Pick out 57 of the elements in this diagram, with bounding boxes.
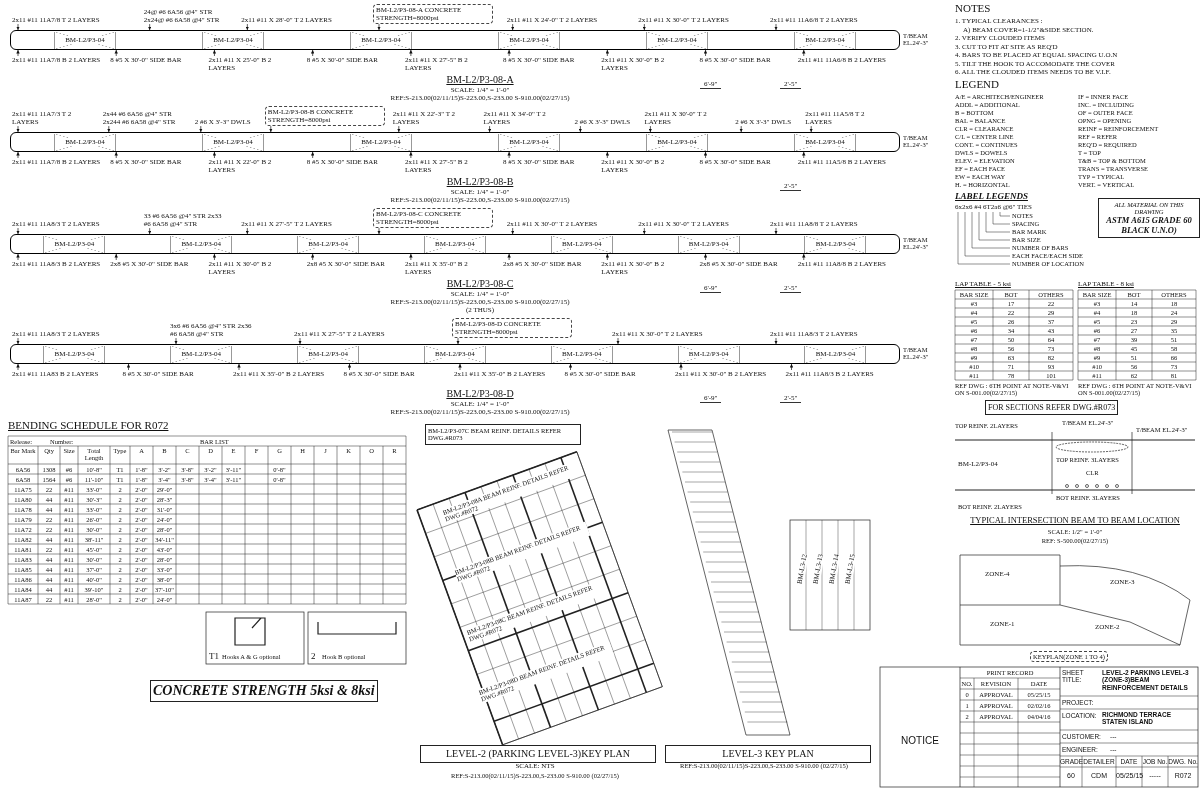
legend-heading: LEGEND xyxy=(955,78,999,91)
leader-line xyxy=(605,49,610,57)
leader-line xyxy=(605,151,610,159)
leader-line xyxy=(703,49,708,57)
reference-note-box: FOR SECTIONS REFER DWG.#R073 xyxy=(985,400,1119,416)
beam-elevation xyxy=(10,30,900,50)
drawing-title: BM-L2/P3-08-D xyxy=(445,388,515,400)
leader-line xyxy=(114,253,118,261)
leader-line xyxy=(310,49,315,57)
leader-line xyxy=(568,363,573,371)
schedule-title: BENDING SCHEDULE FOR R072 xyxy=(8,419,169,432)
leader-line xyxy=(16,253,20,261)
beam-elevation xyxy=(10,234,900,254)
shape-code: 2 xyxy=(311,651,316,662)
leader-line xyxy=(409,151,413,159)
leader-line xyxy=(237,363,241,371)
leader-line xyxy=(114,49,118,57)
leader-line xyxy=(789,363,794,371)
leader-line xyxy=(802,49,806,57)
section-title: TYPICAL INTERSECTION BEAM TO BEAM LOCATION xyxy=(969,516,1181,526)
leader-line xyxy=(802,253,806,261)
leader-line xyxy=(507,49,511,57)
leader-line xyxy=(16,363,20,371)
leader-line xyxy=(310,253,315,261)
notes-heading: NOTES xyxy=(955,2,991,15)
label-legend-heading: LABEL LEGENDS xyxy=(955,191,1028,202)
beam-elevation xyxy=(10,344,900,364)
drawing-title: BM-L2/P3-08-B xyxy=(445,176,515,188)
key-plan-title: LEVEL-2 (PARKING LEVEL-3)KEY PLAN xyxy=(420,745,656,763)
material-grade-text: ASTM A615 GRADE 60 BLACK U.N.O) xyxy=(1105,215,1193,236)
shape-code: T1 xyxy=(209,651,219,662)
leader-line xyxy=(212,151,217,159)
leader-line xyxy=(802,151,806,159)
leader-line xyxy=(507,253,511,261)
leader-line xyxy=(347,363,352,371)
notice-heading: NOTICE xyxy=(900,735,940,747)
leader-line xyxy=(16,49,20,57)
leader-line xyxy=(605,253,610,261)
leader-line xyxy=(310,151,315,159)
leader-line xyxy=(212,253,217,261)
drawing-title: BM-L2/P3-08-C xyxy=(445,278,515,290)
leader-line xyxy=(126,363,131,371)
drawing-title: BM-L2/P3-08-A xyxy=(445,74,515,86)
leader-line xyxy=(703,253,708,261)
leader-line xyxy=(679,363,683,371)
material-note-box xyxy=(1098,198,1200,239)
key-plan-title: LEVEL-3 KEY PLAN xyxy=(665,745,871,763)
leader-line xyxy=(703,151,708,159)
beam-elevation xyxy=(10,132,900,152)
leader-line xyxy=(114,151,118,159)
leader-line xyxy=(507,151,511,159)
leader-line xyxy=(458,363,462,371)
leader-line xyxy=(409,49,413,57)
concrete-strength-note: CONCRETE STRENGTH 5ksi & 8ksi xyxy=(150,680,378,703)
leader-line xyxy=(409,253,413,261)
leader-line xyxy=(16,151,20,159)
leader-line xyxy=(212,49,217,57)
